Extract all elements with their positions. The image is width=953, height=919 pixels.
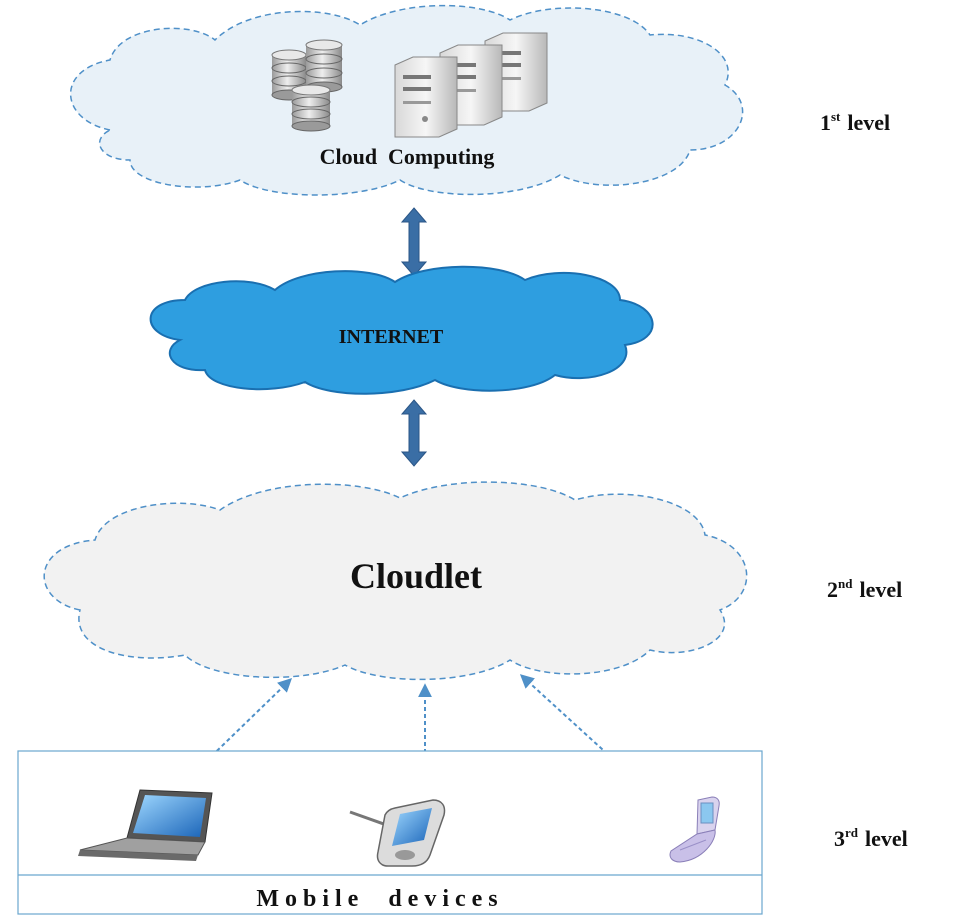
cloud-computing-cloud: Cloud Computing bbox=[69, 4, 744, 196]
server-icon bbox=[394, 32, 548, 138]
database-icon bbox=[271, 39, 343, 132]
internet-label: INTERNET bbox=[339, 326, 444, 348]
mobile-devices-label: M o b i l e d e v i c e s bbox=[256, 886, 497, 912]
cloudlet-cloud: Cloudlet bbox=[43, 481, 748, 681]
internet-cloud: INTERNET bbox=[149, 265, 654, 395]
laptop-icon bbox=[78, 789, 213, 861]
double-arrow-internet-cloudlet bbox=[400, 399, 428, 467]
mobile-devices-box: M o b i l e d e v i c e s bbox=[17, 750, 763, 915]
double-arrow-cloud-internet bbox=[400, 207, 428, 277]
flip-phone-icon bbox=[669, 796, 720, 863]
pda-icon bbox=[349, 799, 446, 867]
cloud-computing-label: Cloud Computing bbox=[320, 144, 495, 169]
dashed-arrow-laptop bbox=[187, 678, 293, 779]
cloudlet-outline bbox=[43, 481, 748, 681]
cloudlet-label: Cloudlet bbox=[350, 556, 482, 596]
internet-outline bbox=[149, 265, 654, 395]
